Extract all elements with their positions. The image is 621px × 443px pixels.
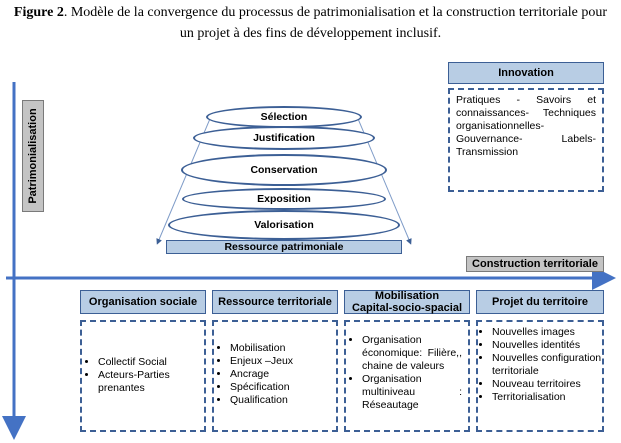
innovation-title-text: Innovation [498,67,554,79]
innovation-box: Pratiques - Savoirs et connaissances- Te… [448,88,604,192]
stage-label: Exposition [257,193,311,205]
item-list: Collectif Social Acteurs-Parties prenant… [82,356,204,395]
innovation-title: Innovation [448,62,604,84]
stage-selection: Sélection [206,106,362,128]
list-item: Organisation économique: Filière,, chain… [362,334,462,373]
stage-label: Sélection [260,111,308,123]
list-item: Qualification [230,394,336,407]
column-title-projet-du-territoire: Projet du territoire [476,290,604,314]
column-title-organisation-sociale: Organisation sociale [80,290,206,314]
stage-justification: Justification [193,126,375,150]
ressource-patrimoniale-bar: Ressource patrimoniale [166,240,402,254]
list-item: Nouvelles images [492,326,602,339]
innovation-text: Pratiques - Savoirs et connaissances- Te… [456,94,596,158]
item-list: Mobilisation Enjeux –Jeux Ancrage Spécif… [214,342,336,407]
construction-territoriale-text: Construction territoriale [472,258,598,270]
column-box-ressource-territoriale: Mobilisation Enjeux –Jeux Ancrage Spécif… [212,320,338,432]
column-title-mobilisation: Mobilisation Capital-socio-spacial [344,290,470,314]
column-title-ressource-territoriale: Ressource territoriale [212,290,338,314]
patrimonialisation-label: Patrimonialisation [22,100,44,212]
stage-exposition: Exposition [182,188,386,210]
stage-conservation: Conservation [181,154,387,186]
column-box-organisation-sociale: Collectif Social Acteurs-Parties prenant… [80,320,206,432]
column-title-text: Ressource territoriale [218,296,332,308]
list-item: Nouvelles configuration territoriale [492,352,602,378]
column-box-projet-du-territoire: Nouvelles images Nouvelles identités Nou… [476,320,604,432]
list-item: Mobilisation [230,342,336,355]
stage-label: Justification [253,132,315,144]
list-item: Enjeux –Jeux [230,355,336,368]
column-title-text: Organisation sociale [88,296,198,308]
item-list: Organisation économique: Filière,, chain… [346,334,462,412]
item-list: Nouvelles images Nouvelles identités Nou… [478,326,602,404]
stage-valorisation: Valorisation [168,210,400,240]
list-item: Spécification [230,381,336,394]
caption-label: Figure 2 [13,5,64,20]
column-title-text: Projet du territoire [492,296,588,308]
list-item: Nouvelles identités [492,339,602,352]
patrimonialisation-label-text: Patrimonialisation [27,108,39,204]
ressource-patrimoniale-label: Ressource patrimoniale [224,241,344,253]
stage-label: Conservation [250,164,318,176]
column-box-mobilisation: Organisation économique: Filière,, chain… [344,320,470,432]
list-item: Acteurs-Parties prenantes [98,369,204,395]
list-item: Collectif Social [98,356,204,369]
stage-label: Valorisation [254,219,314,231]
column-title-text-line1: Mobilisation [374,290,440,302]
list-item: Territorialisation [492,391,602,404]
caption-text: . Modèle de la convergence du processus … [63,5,608,41]
figure-caption: Figure 2. Modèle de la convergence du pr… [8,2,613,44]
list-item: Ancrage [230,368,336,381]
list-item: Nouveau territoires [492,378,602,391]
construction-territoriale-label: Construction territoriale [466,256,604,272]
column-title-text-line2: Capital-socio-spacial [351,302,463,314]
list-item: Organisation multiniveau : Réseautage [362,373,462,412]
